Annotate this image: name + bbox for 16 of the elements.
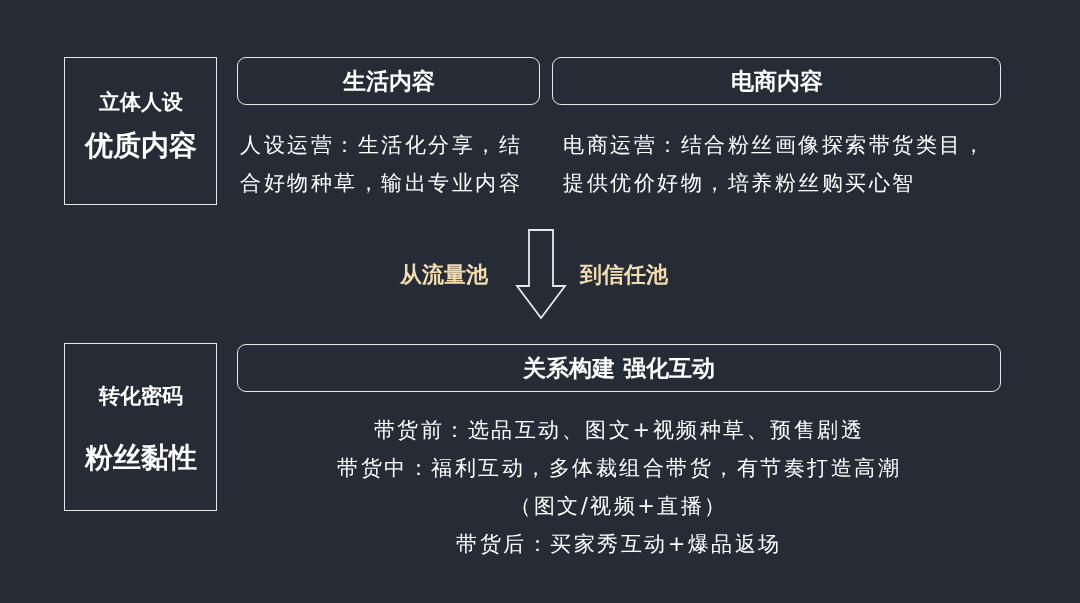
description-text: 人设运营：生活化分享，结合好物种草，输出专业内容 bbox=[240, 132, 523, 197]
description-text: 带货后：买家秀互动+爆品返场 bbox=[455, 531, 783, 558]
card-subtitle: 转化密码 bbox=[97, 383, 184, 410]
description-text: 带货前：选品互动、图文+视频种草、预售剧透 bbox=[372, 417, 866, 444]
section-header: 关系构建 强化互动 bbox=[237, 344, 1001, 392]
label-card bbox=[64, 343, 217, 511]
flow-label: 到信任池 bbox=[580, 261, 668, 289]
card-title: 优质内容 bbox=[83, 128, 198, 164]
description-text: 电商运营：结合粉丝画像探索带货类目，提供优价好物，培养粉丝购买心智 bbox=[563, 132, 987, 197]
section-header: 电商内容 bbox=[552, 57, 1001, 105]
card-subtitle: 立体人设 bbox=[97, 89, 184, 116]
section-header: 生活内容 bbox=[237, 57, 540, 105]
card-title: 粉丝黏性 bbox=[83, 440, 198, 476]
description-text: 带货中：福利互动，多体裁组合带货，有节奏打造高潮（图文/视频+直播） bbox=[336, 455, 902, 520]
flow-label: 从流量池 bbox=[400, 261, 488, 289]
label-card bbox=[64, 57, 217, 205]
